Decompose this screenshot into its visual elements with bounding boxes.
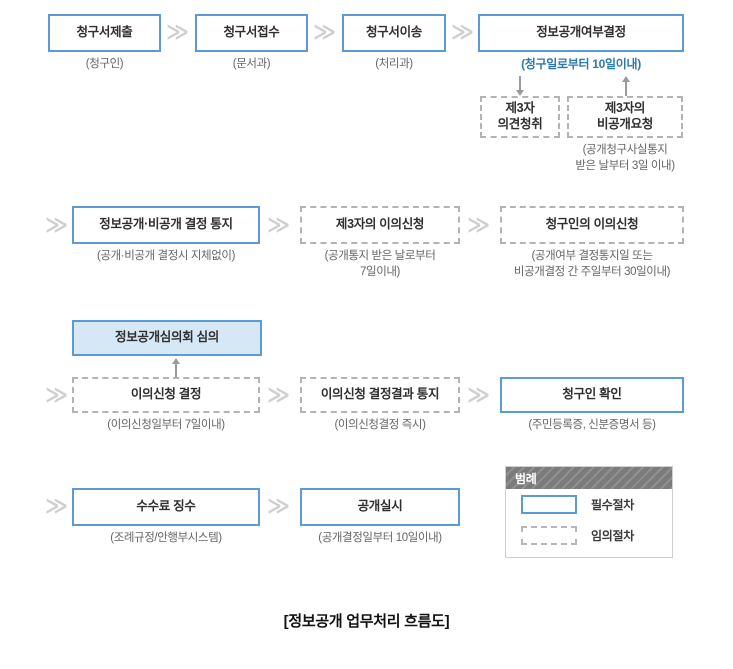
node-label: 정보공개·비공개 결정 통지	[99, 217, 233, 232]
node-label: 청구서이송	[365, 25, 422, 40]
node-label: 청구서제출	[76, 25, 133, 40]
caption-line-2: 받은 날부터 3일 이내)	[575, 159, 675, 172]
caption-claimant-objection: (공개여부 결정통지일 또는 비공개결정 간 주일부터 30일이내)	[484, 249, 700, 280]
caption-request-receipt: (문서과)	[232, 58, 271, 70]
node-label: 청구서접수	[223, 25, 280, 40]
legend-item-required: 필수절차	[506, 489, 672, 520]
caption-third-party-objection: (공개통지 받은 날로부터 7일이내)	[295, 249, 465, 280]
chevron-icon-8: ≫	[267, 383, 291, 408]
caption-line-1: (공개통지 받은 날로부터	[324, 250, 436, 262]
node-disclosure-committee-review[interactable]: 정보공개심의회 심의	[72, 320, 262, 356]
node-label-line-1: 제3자의	[604, 101, 646, 116]
caption-decision-notification: (공개·비공개 결정시 지체없이)	[96, 250, 236, 262]
caption-objection-result-notification: (이의신청결정 즉시)	[334, 419, 426, 431]
node-label-line-2: 비공개요청	[596, 117, 653, 131]
legend-panel: 범례 필수절차 임의절차	[505, 466, 673, 558]
node-label: 공개실시	[357, 499, 403, 514]
node-label: 청구인의 이의신청	[545, 217, 639, 232]
legend-swatch-required-icon	[521, 495, 577, 514]
node-third-party-opinion[interactable]: 제3자 의견청취	[480, 96, 560, 138]
chevron-icon-9: ≫	[467, 383, 491, 408]
node-request-submission[interactable]: 청구서제출	[48, 14, 161, 52]
node-disclosure-execution[interactable]: 공개실시	[300, 488, 460, 526]
chevron-icon-10: ≫	[45, 494, 69, 519]
node-third-party-nondisclosure-request[interactable]: 제3자의 비공개요청	[567, 96, 683, 138]
caption-request-transfer: (처리과)	[375, 58, 413, 70]
node-objection-decision[interactable]: 이의신청 결정	[72, 377, 260, 413]
caption-claimant-verification: (주민등록증, 신분증명서 등)	[528, 419, 656, 431]
node-label: 정보공개심의회 심의	[115, 330, 219, 345]
caption-line-1: (공개청구사실통지	[582, 144, 668, 156]
caption-line-2: 7일이내)	[360, 265, 400, 278]
node-request-receipt[interactable]: 청구서접수	[195, 14, 308, 52]
caption-third-party-nondisclosure-request: (공개청구사실통지 받은 날부터 3일 이내)	[556, 143, 694, 174]
chevron-icon-1: ≫	[166, 20, 190, 45]
node-label-line-1: 제3자	[505, 101, 535, 116]
chevron-icon-5: ≫	[267, 213, 291, 238]
node-decision-notification[interactable]: 정보공개·비공개 결정 통지	[72, 206, 260, 244]
caption-line-1: (공개여부 결정통지일 또는	[531, 250, 653, 262]
arrow-down-icon	[514, 76, 526, 96]
legend-item-optional: 임의절차	[506, 520, 672, 551]
caption-disclosure-execution: (공개결정일부터 10일이내)	[318, 532, 442, 544]
caption-fee-collection: (조례규정/안행부시스템)	[110, 532, 222, 544]
caption-disclosure-decision: (청구일로부터 10일이내)	[521, 57, 641, 71]
legend-title: 범례	[506, 467, 672, 489]
chevron-icon-7: ≫	[45, 383, 69, 408]
arrow-up-icon	[620, 76, 632, 96]
node-label: 정보공개여부결정	[536, 25, 626, 40]
node-third-party-objection[interactable]: 제3자의 이의신청	[300, 206, 460, 244]
caption-objection-decision: (이의신청일부터 7일이내)	[107, 419, 225, 431]
node-fee-collection[interactable]: 수수료 징수	[72, 488, 260, 526]
node-label: 이의신청 결정	[130, 387, 202, 402]
node-disclosure-decision[interactable]: 정보공개여부결정	[478, 14, 684, 52]
legend-swatch-optional-icon	[521, 526, 577, 545]
arrow-up-icon	[170, 358, 182, 380]
chevron-icon-6: ≫	[467, 213, 491, 238]
chevron-icon-2: ≫	[313, 20, 337, 45]
legend-label-optional: 임의절차	[591, 529, 634, 543]
node-label: 청구인 확인	[562, 387, 622, 402]
node-label: 이의신청 결정결과 통지	[320, 387, 440, 402]
chevron-icon-11: ≫	[267, 494, 291, 519]
caption-request-submission: (청구인)	[85, 58, 124, 70]
node-label-line-2: 의견청취	[497, 117, 543, 131]
node-claimant-verification[interactable]: 청구인 확인	[500, 377, 684, 413]
node-request-transfer[interactable]: 청구서이송	[342, 14, 446, 52]
node-objection-result-notification[interactable]: 이의신청 결정결과 통지	[300, 377, 460, 413]
node-claimant-objection[interactable]: 청구인의 이의신청	[500, 206, 684, 244]
legend-label-required: 필수절차	[591, 498, 634, 512]
chevron-icon-4: ≫	[45, 213, 69, 238]
node-label: 제3자의 이의신청	[335, 217, 425, 232]
node-label: 수수료 징수	[136, 499, 196, 514]
chevron-icon-3: ≫	[451, 20, 475, 45]
caption-line-2: 비공개결정 간 주일부터 30일이내)	[513, 265, 671, 278]
figure-title: [정보공개 업무처리 흐름도]	[283, 613, 450, 630]
